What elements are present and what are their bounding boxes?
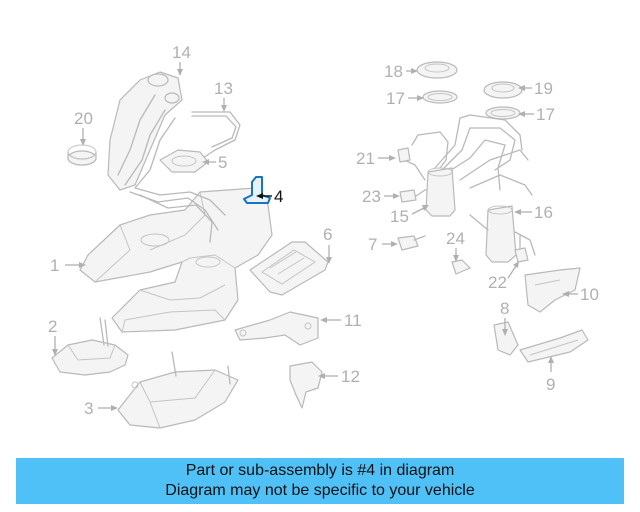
callout-16: 16 <box>514 203 553 222</box>
banner-line-2: Diagram may not be specific to your vehi… <box>165 482 475 499</box>
callout-12: 12 <box>318 367 360 386</box>
pump-bracket <box>451 259 471 275</box>
skid-bracket <box>51 317 129 376</box>
svg-text:20: 20 <box>74 109 93 128</box>
seal-ring-left <box>422 90 458 104</box>
svg-text:8: 8 <box>500 299 509 318</box>
sensor <box>397 235 426 251</box>
callout-8: 8 <box>500 299 509 336</box>
callout-11: 11 <box>320 311 362 330</box>
svg-text:15: 15 <box>390 207 409 226</box>
callout-17-left: 17 <box>386 89 424 108</box>
svg-text:5: 5 <box>218 153 227 172</box>
svg-text:14: 14 <box>172 43 191 62</box>
filler-neck-hoses <box>107 71 226 243</box>
svg-text:3: 3 <box>84 399 93 418</box>
svg-text:19: 19 <box>534 79 553 98</box>
seal-ring-right <box>485 106 521 120</box>
callout-4: 4 <box>256 187 283 206</box>
protective-cover <box>524 267 581 313</box>
svg-text:13: 13 <box>214 79 233 98</box>
svg-text:21: 21 <box>356 149 375 168</box>
callout-6: 6 <box>323 225 332 264</box>
fuel-pump-unit <box>469 205 536 263</box>
fuel-tank <box>79 187 273 333</box>
small-bracket <box>289 361 323 409</box>
callout-15: 15 <box>390 205 429 226</box>
callout-17-right: 17 <box>518 105 555 124</box>
svg-text:22: 22 <box>488 273 507 292</box>
callout-23: 23 <box>362 187 400 206</box>
svg-text:9: 9 <box>546 375 555 394</box>
lock-ring <box>416 61 458 79</box>
mounting-bracket <box>234 311 319 346</box>
sender-unit <box>399 189 417 203</box>
sender-cover <box>159 149 209 173</box>
guide-rail <box>519 329 589 363</box>
callout-14: 14 <box>172 43 191 76</box>
callout-18: 18 <box>384 62 418 81</box>
fuel-pump-canister <box>425 167 456 217</box>
callout-9: 9 <box>546 356 555 394</box>
svg-text:23: 23 <box>362 187 381 206</box>
skid-plate <box>117 351 239 429</box>
retaining-ring <box>483 81 523 99</box>
callout-22: 22 <box>488 261 519 292</box>
hose-clip <box>397 147 411 163</box>
svg-text:10: 10 <box>580 285 599 304</box>
connector <box>514 234 529 263</box>
callout-1: 1 <box>50 256 86 275</box>
info-banner: Part or sub-assembly is #4 in diagram Di… <box>16 458 624 504</box>
fuel-cap <box>67 144 97 166</box>
callout-2: 2 <box>48 317 58 356</box>
callout-13: 13 <box>214 79 233 112</box>
svg-text:6: 6 <box>323 225 332 244</box>
callout-7: 7 <box>368 235 398 254</box>
callout-21: 21 <box>356 149 396 168</box>
svg-text:1: 1 <box>50 256 59 275</box>
callout-10: 10 <box>562 285 599 304</box>
callout-5: 5 <box>202 153 227 172</box>
svg-text:17: 17 <box>386 89 405 108</box>
banner-line-1: Part or sub-assembly is #4 in diagram <box>185 462 455 479</box>
callout-20: 20 <box>74 109 93 146</box>
svg-text:4: 4 <box>274 187 283 206</box>
svg-text:18: 18 <box>384 62 403 81</box>
svg-text:24: 24 <box>446 229 465 248</box>
heat-shield <box>249 241 329 296</box>
svg-text:2: 2 <box>48 317 57 336</box>
svg-text:11: 11 <box>344 311 362 330</box>
callout-24: 24 <box>446 229 465 262</box>
svg-text:16: 16 <box>534 203 553 222</box>
fuel-pump-lines <box>399 114 533 201</box>
retainer <box>493 321 519 356</box>
callout-19: 19 <box>518 79 553 98</box>
svg-text:17: 17 <box>536 105 555 124</box>
callout-3: 3 <box>84 399 118 418</box>
svg-text:7: 7 <box>368 235 377 254</box>
svg-text:12: 12 <box>341 367 360 386</box>
parts-diagram: 1 2 3 4 5 6 7 8 9 10 <box>48 43 599 429</box>
